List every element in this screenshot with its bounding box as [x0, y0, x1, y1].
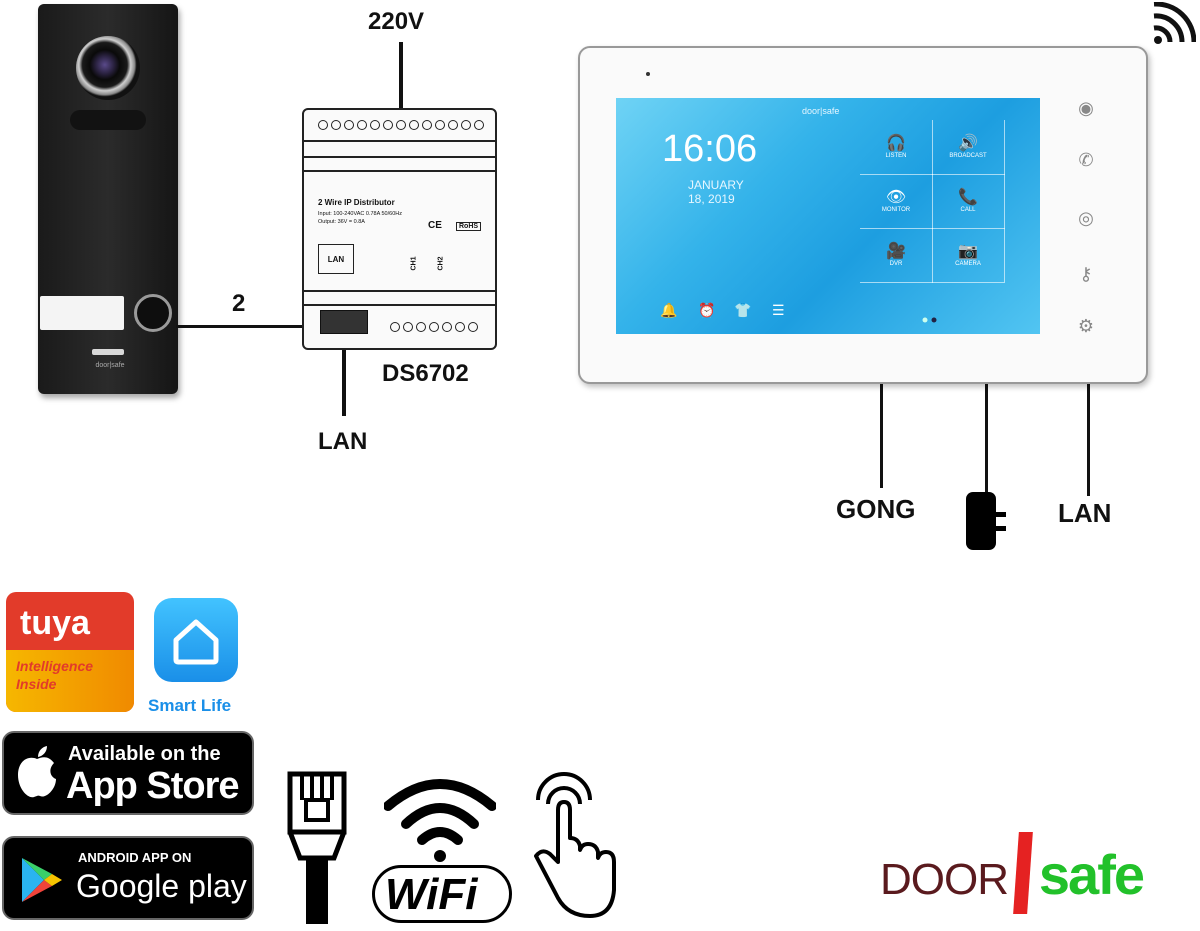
- eye-icon[interactable]: ◉: [1078, 98, 1094, 118]
- rj45-connector-icon: [286, 770, 348, 926]
- distributor-model-label: DS6702: [382, 360, 469, 387]
- door-station-brand: door|safe: [95, 362, 125, 369]
- phone-icon: 📞: [958, 189, 978, 206]
- indoor-monitor: door|safe 16:06 JANUARY 18, 2019 🎧 LISTE…: [578, 46, 1148, 384]
- door-station-speaker: [92, 349, 124, 355]
- ip-distributor: 2 Wire IP Distributor Input: 100-240VAC …: [302, 108, 497, 350]
- tile-listen[interactable]: 🎧 LISTEN: [860, 120, 933, 175]
- top-terminal-block: [318, 120, 484, 130]
- wifi-arcs-icon: [383, 776, 497, 862]
- door-station-camera: [76, 36, 140, 100]
- lan-jack: [320, 310, 368, 334]
- home-button-icon[interactable]: ◎: [1078, 208, 1094, 228]
- app-store-badge[interactable]: Available on the App Store: [2, 731, 254, 815]
- alarm-icon[interactable]: ⏰: [698, 302, 716, 318]
- distributor-input-spec: Input: 100-240VAC 0.78A 50/60Hz: [318, 211, 402, 217]
- door-station: door|safe: [38, 4, 178, 394]
- gong-label: GONG: [836, 494, 916, 524]
- wifi-logo: WiFi: [372, 865, 512, 923]
- key-icon[interactable]: ⚷: [1079, 264, 1093, 284]
- distributor-title: 2 Wire IP Distributor: [318, 198, 395, 207]
- lan-label-distributor: LAN: [318, 428, 368, 455]
- eye-icon: 👁: [885, 189, 907, 206]
- tile-dvr[interactable]: 🎥 DVR: [860, 228, 933, 283]
- bell-icon[interactable]: 🔔: [660, 302, 678, 318]
- tile-broadcast[interactable]: 🔊 BROADCAST: [932, 120, 1005, 175]
- app-store-line2: App Store: [66, 765, 240, 807]
- screen-date-month: JANUARY: [688, 178, 744, 192]
- tuya-tagline-1: Intelligence: [16, 658, 94, 674]
- smart-life-app-icon: [154, 598, 238, 682]
- tuya-wordmark: tuya: [20, 604, 90, 642]
- door-station-sensor-strip: [70, 110, 146, 130]
- tuya-tagline-2: Inside: [16, 676, 57, 692]
- lan-wire-monitor: [1087, 384, 1090, 496]
- power-wire: [399, 42, 403, 110]
- video-icon: 🎥: [886, 243, 906, 260]
- gear-icon[interactable]: ⚙: [1077, 316, 1095, 336]
- screen-date-day: 18, 2019: [688, 192, 735, 206]
- tile-monitor[interactable]: 👁 MONITOR: [860, 174, 933, 229]
- lan-label-monitor: LAN: [1058, 498, 1112, 528]
- tile-camera[interactable]: 📷 CAMERA: [932, 228, 1005, 283]
- indicator-dot: [646, 72, 650, 76]
- rohs-mark: RoHS: [456, 222, 482, 231]
- tile-call[interactable]: 📞 CALL: [932, 174, 1005, 229]
- wifi-wordmark: WiFi: [385, 870, 478, 919]
- screen-brand: door|safe: [802, 106, 840, 116]
- distributor-ch1-label: CH1: [410, 256, 418, 271]
- headphones-icon: 🎧: [886, 135, 906, 152]
- app-store-line1: Available on the: [68, 743, 221, 765]
- distributor-ch2-label: CH2: [437, 256, 445, 271]
- two-wire-bus: [176, 325, 396, 328]
- distributor-lan-port: LAN: [318, 244, 354, 274]
- bottom-terminal-block: [390, 322, 478, 332]
- power-adapter-icon: [966, 490, 1006, 552]
- google-play-icon: [18, 856, 66, 904]
- brand-door-text: DOOR: [880, 855, 1009, 904]
- smart-life-label: Smart Life: [148, 696, 232, 715]
- gong-wire: [880, 384, 883, 488]
- tuya-logo: tuya Intelligence Inside: [6, 592, 134, 712]
- monitor-screen: door|safe 16:06 JANUARY 18, 2019 🎧 LISTE…: [616, 98, 1040, 334]
- ce-mark: CE: [428, 220, 442, 231]
- google-play-line1: ANDROID APP ON: [78, 850, 192, 865]
- brand-bar: [1013, 832, 1034, 914]
- list-icon[interactable]: ☰: [772, 302, 785, 318]
- door-station-call-button: [134, 294, 172, 332]
- google-play-badge[interactable]: ANDROID APP ON Google play: [2, 836, 254, 920]
- doorsafe-logo: DOOR safe: [880, 832, 1145, 914]
- touch-hand-icon: [524, 770, 620, 926]
- speaker-icon: 🔊: [958, 135, 978, 152]
- lan-wire-distributor: [342, 350, 346, 416]
- distributor-output-spec: Output: 36V = 0.8A: [318, 219, 365, 225]
- screen-clock: 16:06: [662, 128, 758, 170]
- power-adapter-wire: [985, 384, 988, 496]
- phone-icon[interactable]: ✆: [1078, 150, 1094, 170]
- page-indicator: [922, 310, 942, 323]
- shirt-icon[interactable]: 👕: [734, 302, 752, 318]
- apple-icon: [14, 745, 60, 801]
- power-label: 220V: [368, 8, 425, 35]
- google-play-line2: Google play: [76, 868, 247, 904]
- wire-count-label: 2: [232, 290, 246, 317]
- camera-icon: 📷: [958, 243, 978, 260]
- brand-safe-text: safe: [1038, 843, 1145, 906]
- door-station-nameplate: [40, 296, 124, 330]
- wireless-signal-icon: [1150, 1, 1197, 46]
